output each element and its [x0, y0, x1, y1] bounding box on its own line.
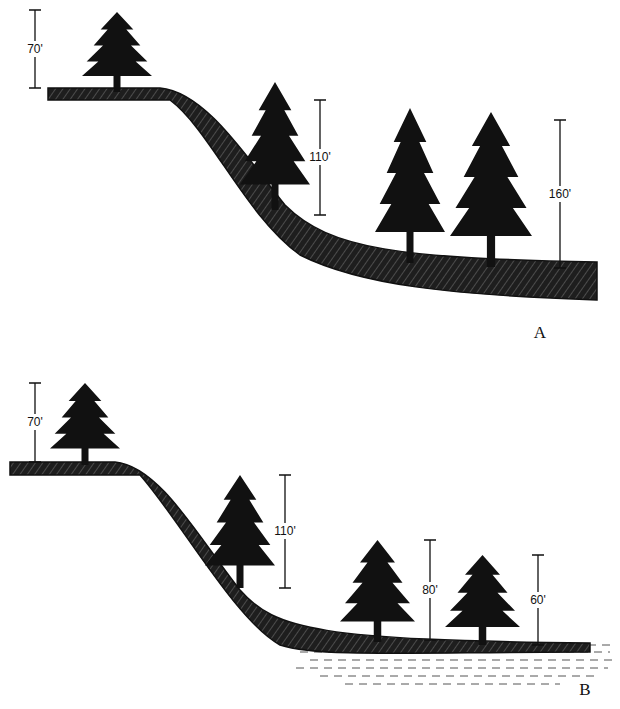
- tree: [240, 82, 310, 210]
- tree: [205, 475, 275, 588]
- height-dimension: 70': [25, 41, 45, 57]
- panel-letter: B: [577, 682, 592, 698]
- height-dimension: 70': [25, 414, 45, 430]
- height-dimension: 110': [272, 523, 297, 539]
- height-dimension: 110': [307, 149, 332, 165]
- tree: [445, 555, 520, 645]
- tree: [375, 108, 445, 263]
- ground-band: [10, 462, 590, 653]
- ground-band: [48, 88, 597, 300]
- tree: [450, 112, 532, 267]
- height-dimension: 80': [420, 582, 440, 598]
- panel-letter: A: [532, 325, 548, 341]
- height-dimension: 160': [547, 186, 573, 202]
- height-dimension: 60': [528, 592, 548, 608]
- tree: [50, 383, 120, 465]
- tree: [340, 540, 415, 642]
- tree: [82, 12, 152, 92]
